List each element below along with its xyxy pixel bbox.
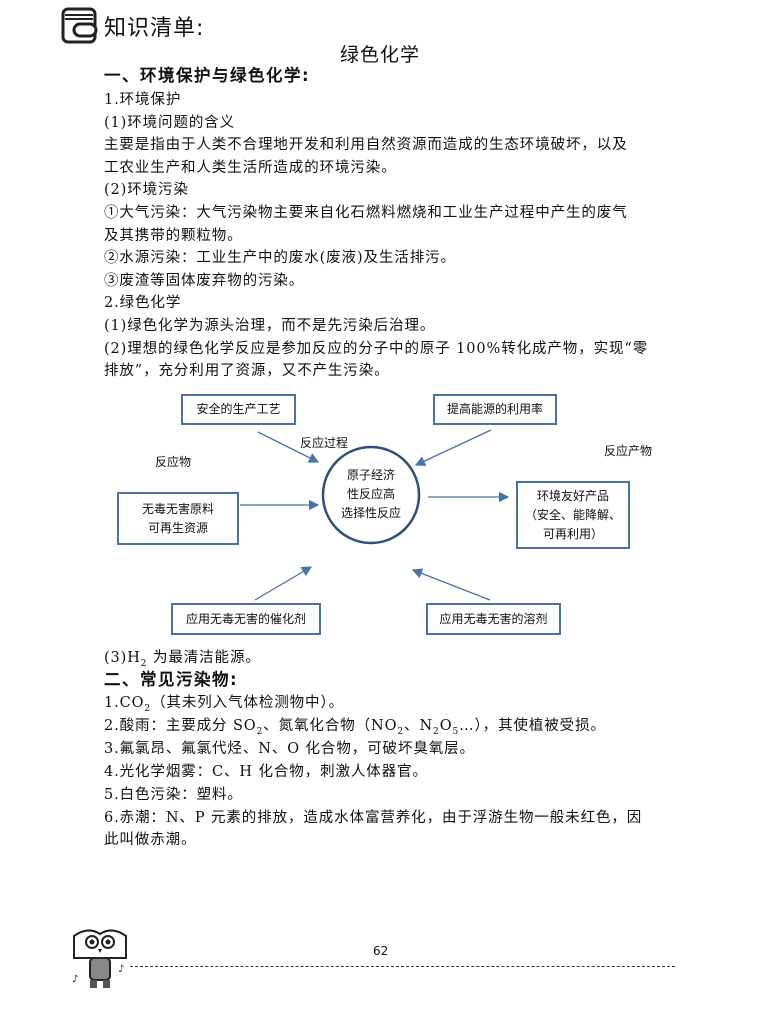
product-line: 环境友好产品: [536, 488, 609, 503]
product-line: （安全、能降解、: [524, 507, 621, 522]
notebook-icon: [61, 7, 98, 44]
product-line: 可再利用）: [542, 526, 603, 541]
label-product: 反应产物: [604, 444, 653, 458]
diagram-arrows: [240, 429, 510, 601]
center-text: 原子经济 性反应高 选择性反应: [330, 466, 412, 523]
reactant-line: 可再生资源: [147, 520, 208, 535]
body-line: (1)环境问题的含义: [104, 114, 236, 131]
section2-heading: 二、常见污染物:: [104, 670, 239, 689]
arrow: [254, 566, 313, 601]
box-energy-efficiency: 提高能源的利用率: [433, 394, 557, 425]
owl-mascot-icon: ♪♪: [72, 929, 127, 988]
box-solvent: 应用无毒无害的溶剂: [426, 603, 561, 635]
page-number: 62: [373, 944, 389, 958]
body-line: 2.绿色化学: [104, 295, 182, 312]
svg-text:♪: ♪: [118, 964, 124, 975]
body-line: ①大气污染：大气污染物主要来自化石燃料燃烧和工业生产过程中产生的废气: [104, 205, 628, 221]
center-circle: [321, 445, 421, 545]
label-reactant: 反应物: [155, 455, 192, 469]
body-line: (2)环境污染: [104, 182, 189, 199]
pollutant-item: 5.白色污染：塑料。: [104, 787, 243, 803]
header-title: 知识清单:: [104, 16, 205, 41]
body-line: 工农业生产和人类生活所造成的环境污染。: [104, 159, 397, 176]
body-line: (2)理想的绿色化学反应是参加反应的分子中的原子 100%转化成产物，实现“零: [104, 340, 649, 357]
pollutant-item: 此叫做赤潮。: [104, 832, 197, 848]
arrow: [257, 431, 320, 463]
arrow: [411, 568, 491, 601]
body-line: (1)绿色化学为源头治理，而不是先污染后治理。: [104, 318, 436, 334]
section1-heading: 一、环境保护与绿色化学:: [104, 66, 311, 85]
body-line: 主要是指由于人类不合理地开发和利用自然资源而造成的生态环境破坏，以及: [104, 137, 628, 154]
center-line: 原子经济: [346, 468, 395, 482]
h2-line: (3)H2 为最清洁能源。: [104, 650, 261, 669]
body-line: 1.环境保护: [104, 92, 182, 108]
box-product: 环境友好产品 （安全、能降解、 可再利用）: [516, 481, 630, 549]
page-title: 绿色化学: [340, 44, 421, 66]
pollutant-item: 6.赤潮：N、P 元素的排放，造成水体富营养化，由于浮游生物一般未红色，因: [104, 810, 643, 826]
pollutant-item: 1.CO2（其未列入气体检测物中）。: [104, 695, 345, 714]
footer-divider: [130, 966, 675, 967]
body-line: ③废渣等固体废弃物的污染。: [104, 272, 305, 289]
box-safe-process: 安全的生产工艺: [181, 394, 296, 425]
arrow: [414, 429, 492, 466]
pollutant-item: 3.氟氯昂、氟氯代烃、N、O 化合物，可破坏臭氧层。: [104, 741, 475, 757]
box-catalyst: 应用无毒无害的催化剂: [171, 603, 321, 635]
body-line: 及其携带的颗粒物。: [104, 227, 243, 244]
label-process: 反应过程: [300, 436, 349, 450]
center-line: 性反应高: [346, 487, 395, 501]
body-line: ②水源污染：工业生产中的废水(废液)及生活排污。: [104, 250, 456, 267]
pollutant-item: 4.光化学烟雾：C、H 化合物，刺激人体器官。: [104, 764, 428, 780]
svg-text:♪: ♪: [72, 974, 78, 985]
center-line: 选择性反应: [340, 506, 401, 520]
pollutant-item: 2.酸雨：主要成分 SO2、氮氧化合物（NO2、N2O5…），其使植被受损。: [104, 718, 606, 737]
body-line: 排放”，充分利用了资源，又不产生污染。: [104, 363, 390, 380]
box-reactant: 无毒无害原料 可再生资源: [117, 492, 239, 545]
reactant-line: 无毒无害原料: [141, 501, 214, 516]
